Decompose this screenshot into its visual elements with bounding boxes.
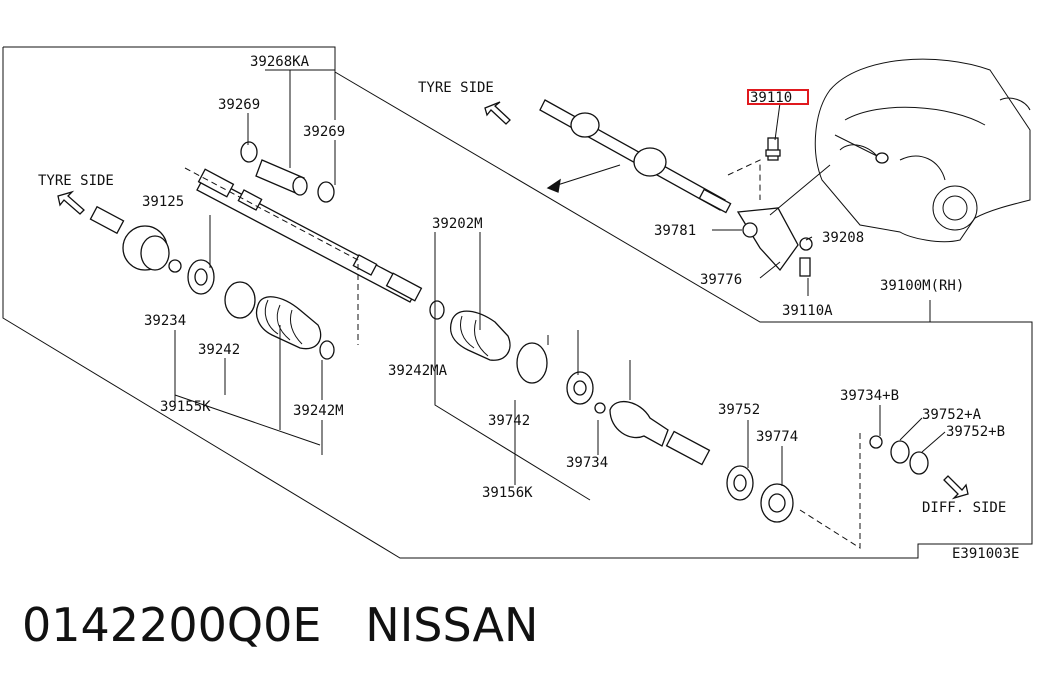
label-39110: 39110 bbox=[750, 90, 792, 106]
arrow-tyre-side-left bbox=[57, 190, 85, 215]
seal-39752B bbox=[909, 451, 929, 475]
bracket-39776 bbox=[736, 207, 799, 272]
inner-race-39125 bbox=[187, 259, 215, 295]
ring-39734B bbox=[869, 435, 883, 449]
label-39776: 39776 bbox=[700, 272, 742, 288]
label-diff-side: DIFF. SIDE bbox=[922, 500, 1006, 516]
label-39781: 39781 bbox=[654, 223, 696, 239]
label-tyre-side-top: TYRE SIDE bbox=[418, 80, 494, 96]
label-39742: 39742 bbox=[488, 413, 530, 429]
label-39100M: 39100M(RH) bbox=[880, 278, 964, 294]
damper-39268KA bbox=[255, 159, 308, 196]
label-39269-a: 39269 bbox=[218, 97, 260, 113]
label-39752A: 39752+A bbox=[922, 407, 982, 423]
bolt-39110A bbox=[799, 257, 811, 277]
boot-39242MA bbox=[449, 310, 511, 361]
ring-39234 bbox=[168, 259, 182, 273]
label-39110A: 39110A bbox=[782, 303, 833, 319]
label-39752: 39752 bbox=[718, 402, 760, 418]
label-39155K: 39155K bbox=[160, 399, 211, 415]
label-ref-code: E391003E bbox=[952, 546, 1019, 562]
label-39234: 39234 bbox=[144, 313, 186, 329]
clip-39269-b bbox=[317, 181, 335, 203]
leader-lines bbox=[174, 69, 946, 501]
label-39268KA: 39268KA bbox=[250, 54, 310, 70]
brand-name: NISSAN bbox=[365, 598, 539, 652]
outer-cv-joint bbox=[89, 205, 170, 271]
label-39752B: 39752+B bbox=[946, 424, 1005, 440]
band-39742 bbox=[516, 342, 548, 384]
label-39242M: 39242M bbox=[293, 403, 344, 419]
part-number: 0142200Q0E bbox=[22, 598, 322, 652]
vehicle-front-icon bbox=[814, 58, 1031, 243]
inner-housing bbox=[609, 400, 711, 466]
part-caption: 0142200Q0E NISSAN bbox=[22, 598, 538, 652]
shaft-overview bbox=[539, 99, 732, 214]
highlight-box-39110 bbox=[747, 89, 809, 105]
bearing-39774 bbox=[760, 483, 794, 523]
label-tyre-side-left: TYRE SIDE bbox=[38, 173, 114, 189]
label-39734B: 39734+B bbox=[840, 388, 899, 404]
diagram-frame bbox=[2, 46, 1033, 559]
clip-39269-a bbox=[240, 141, 258, 163]
tripod-joint bbox=[566, 371, 594, 405]
washer-39208 bbox=[799, 237, 813, 251]
label-39156K: 39156K bbox=[482, 485, 533, 501]
clip-39242MA bbox=[429, 300, 445, 320]
label-39242MA: 39242MA bbox=[388, 363, 448, 379]
arrow-diff-side bbox=[943, 475, 969, 500]
label-39734: 39734 bbox=[566, 455, 608, 471]
label-39269-b: 39269 bbox=[303, 124, 345, 140]
drive-shaft bbox=[196, 168, 423, 303]
label-39208: 39208 bbox=[822, 230, 864, 246]
parts-diagram: TYRE SIDE TYRE SIDE DIFF. SIDE E391003E … bbox=[2, 46, 1033, 562]
label-39125: 39125 bbox=[142, 194, 184, 210]
label-39774: 39774 bbox=[756, 429, 798, 445]
bearing-39752 bbox=[726, 465, 754, 501]
clip-39242M bbox=[319, 340, 335, 360]
boot-39242M bbox=[255, 296, 322, 350]
ring-39734 bbox=[594, 402, 606, 414]
label-39242: 39242 bbox=[198, 342, 240, 358]
arrow-tyre-side-top bbox=[484, 101, 511, 125]
label-39202M: 39202M bbox=[432, 216, 483, 232]
seal-39752A bbox=[890, 440, 910, 464]
bolt-39110 bbox=[765, 137, 781, 161]
band-39242 bbox=[224, 281, 256, 319]
